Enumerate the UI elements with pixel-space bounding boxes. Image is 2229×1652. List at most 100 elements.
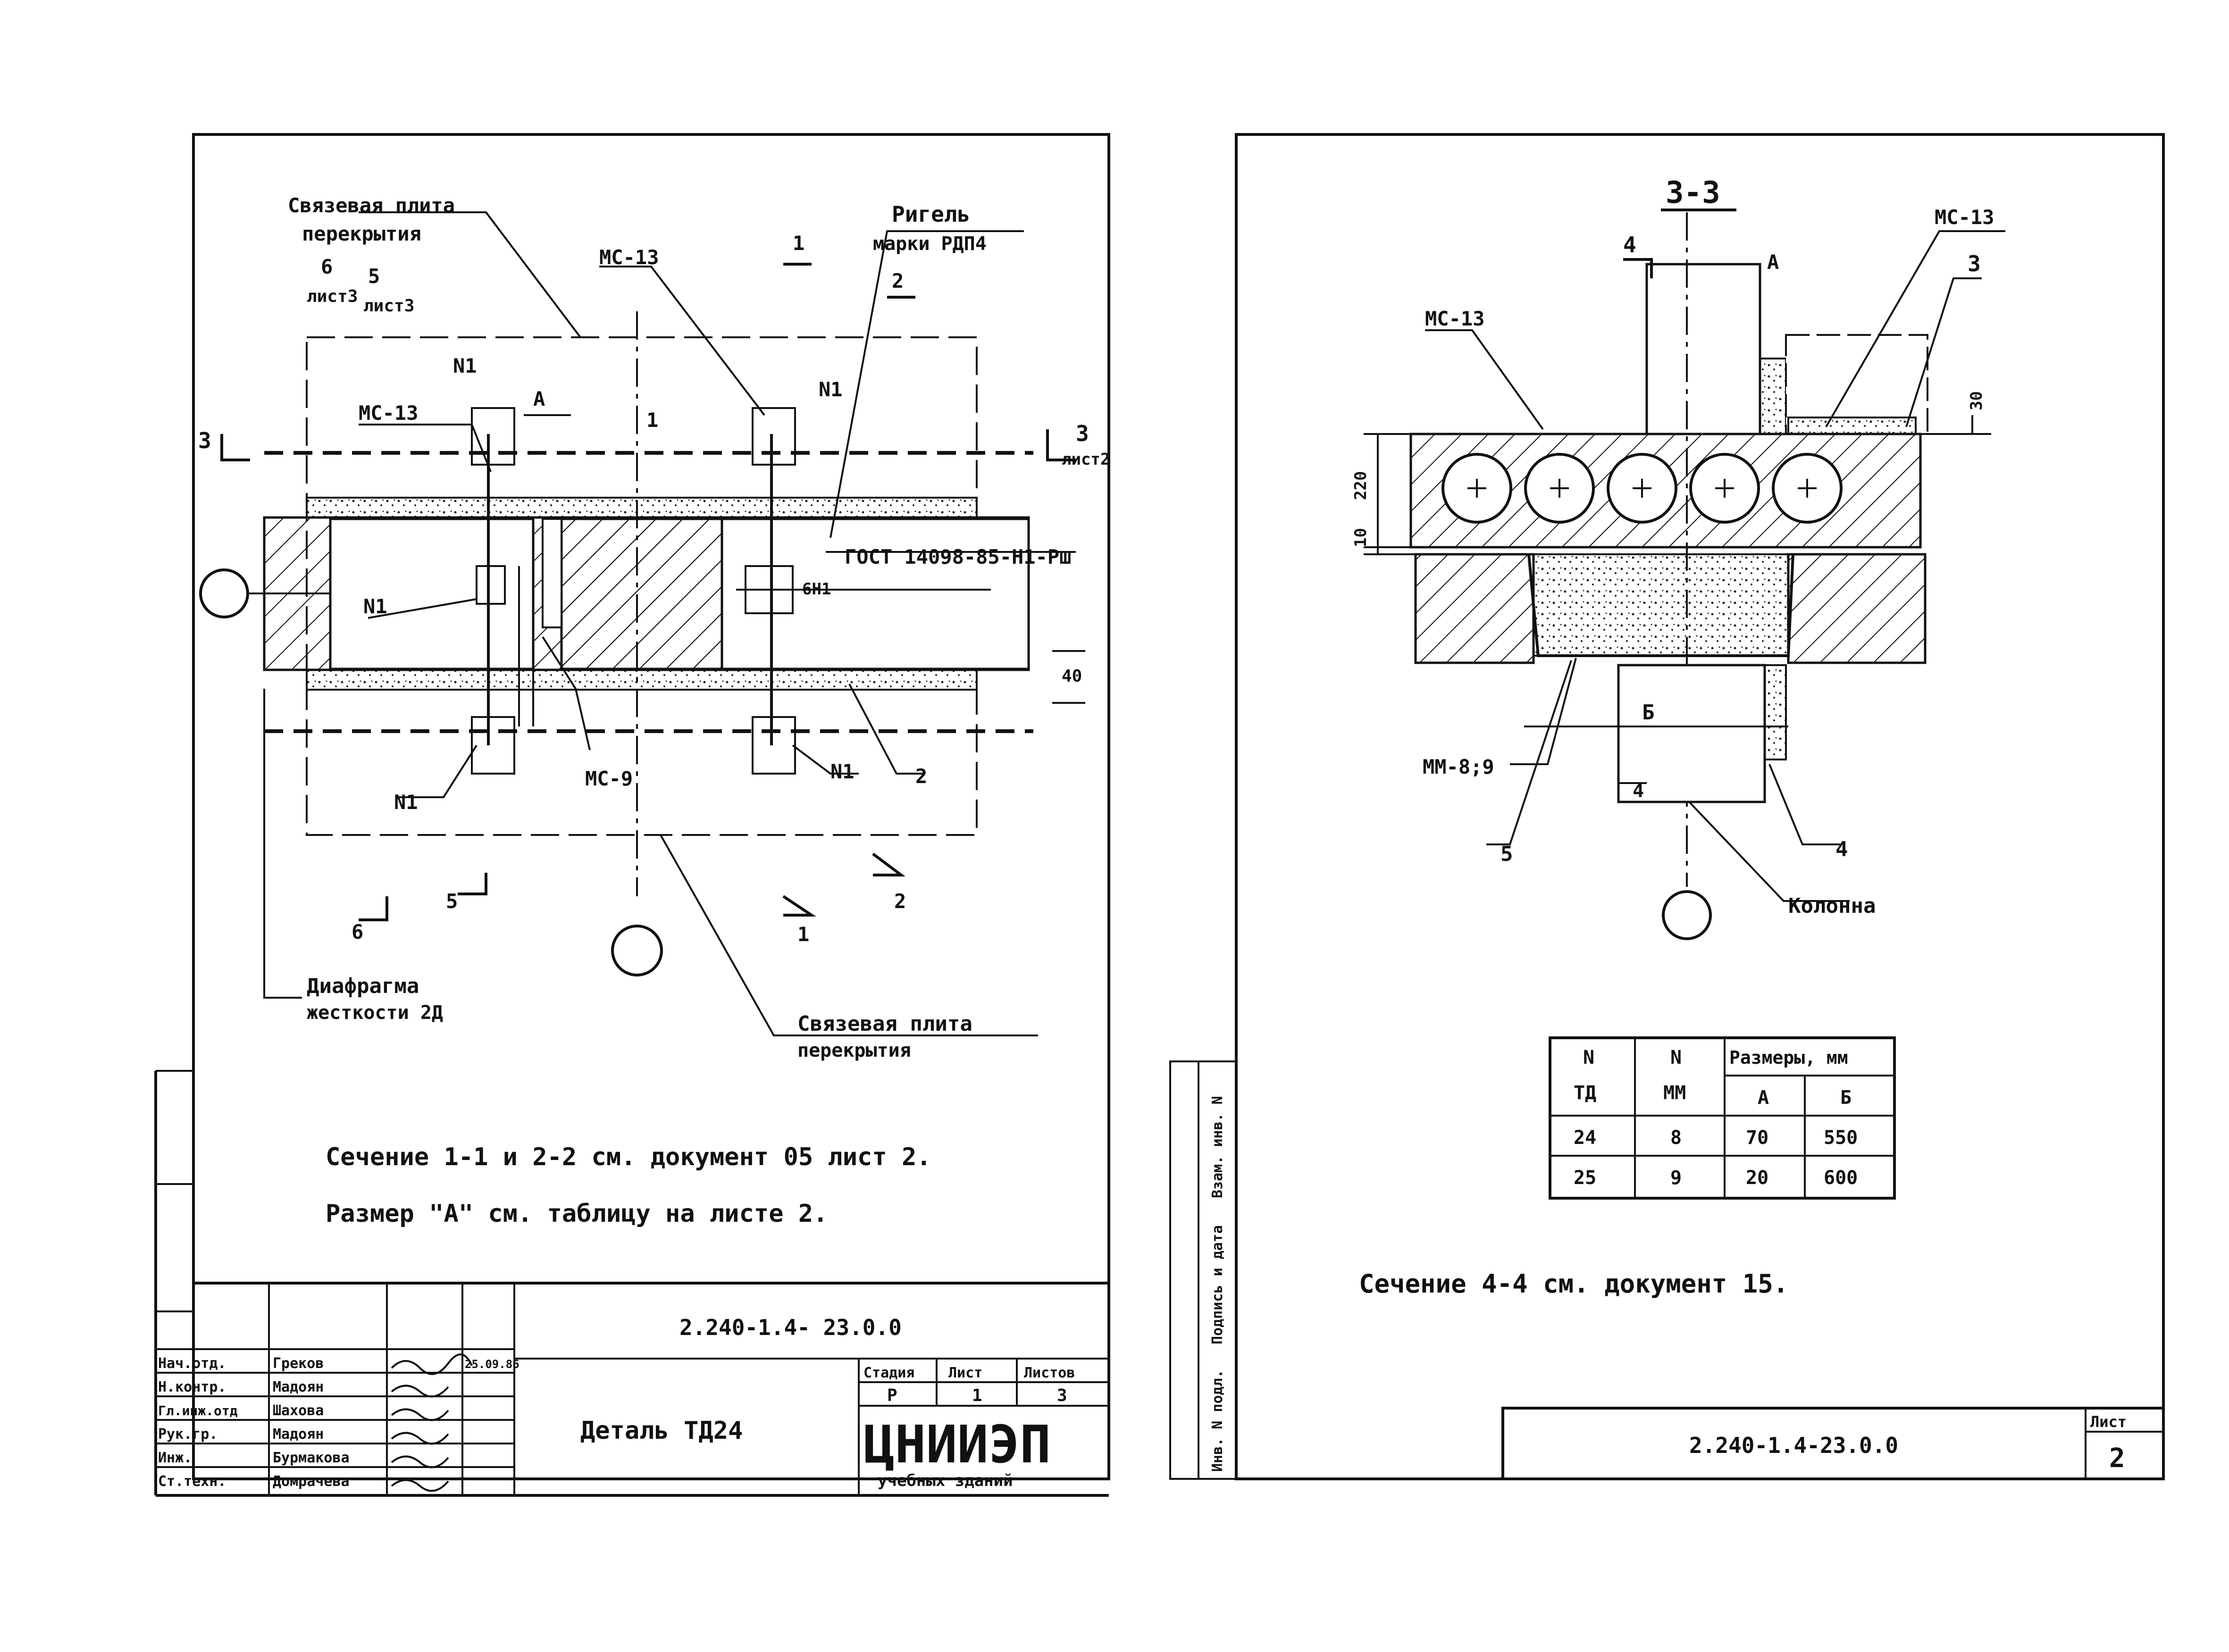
sign-role: Рук.гр. — [158, 1426, 218, 1443]
right-title-block — [1501, 1407, 2165, 1480]
girder-body — [721, 517, 1030, 670]
label-3-right: 3 — [1968, 251, 1981, 276]
handwritten-signature — [391, 1353, 473, 1375]
dim-40: 40 — [1062, 667, 1082, 686]
label-4-bottom: 4 — [1633, 780, 1644, 802]
leader-mc9 — [542, 636, 591, 751]
grout-column — [1759, 358, 1787, 435]
table-header-b: Б — [1840, 1087, 1852, 1109]
table-frame — [1549, 1036, 1896, 1200]
left-sheet: Связевая плита перекрытия 6 лист3 5 лист… — [154, 133, 1110, 1497]
sign-role: Н.контр. — [158, 1379, 226, 1395]
grout-top — [1787, 417, 1917, 435]
axis-bubble-left — [199, 568, 249, 618]
label-mm89: ММ-8;9 — [1423, 755, 1494, 778]
label-girder-1: Ригель — [892, 201, 970, 227]
grout-joint-bottom — [306, 669, 978, 691]
leader-girder — [830, 230, 1024, 538]
table-header-a: А — [1758, 1087, 1769, 1109]
axis-bubble-column — [1662, 890, 1712, 940]
leader-diaphragm — [263, 689, 302, 999]
label-4-top: 4 — [1623, 232, 1636, 258]
doc-code-left: 2.240-1.4- 23.0.0 — [679, 1315, 902, 1340]
embed-plate-n1 — [752, 407, 796, 466]
embed-plate-n1 — [471, 407, 515, 466]
label-n1-bottom-left: N1 — [394, 791, 418, 814]
label-6n1: 6Н1 — [802, 580, 831, 599]
org-name: ЦНИИЭП — [863, 1414, 1051, 1475]
label-column: Колонна — [1788, 894, 1876, 918]
dim-b: Б — [1642, 701, 1655, 725]
grout-column-lower — [1764, 664, 1787, 760]
table-cell: 8 — [1670, 1127, 1682, 1149]
org-sub: учебных зданий — [878, 1471, 1013, 1490]
leader-5 — [1486, 660, 1572, 845]
label-n1-mid: N1 — [363, 595, 387, 618]
sign-name: Мадоян — [273, 1379, 324, 1395]
section-mark-1 — [782, 895, 816, 917]
label-diaphragm-1: Диафрагма — [307, 974, 419, 998]
ref-6-sheet: лист3 — [307, 287, 358, 306]
note-right: Сечение 4-4 см. документ 15. — [1359, 1269, 1788, 1299]
dim-220: 220 — [1351, 471, 1370, 500]
leader-mc13-left — [1425, 329, 1544, 430]
sign-role: Инж. — [158, 1450, 192, 1466]
label-link-plate-top-1: Связевая плита — [288, 194, 455, 217]
embed-channel-mm — [1527, 554, 1794, 657]
label-5-right: 5 — [1500, 842, 1513, 866]
note-1: Сечение 1-1 и 2-2 см. документ 05 лист 2… — [326, 1143, 931, 1171]
leader-mc13-top — [599, 266, 765, 416]
girder-section — [560, 517, 723, 670]
girder-left — [1414, 553, 1535, 664]
sign-role: Ст.техн. — [158, 1473, 226, 1490]
table-cell: 550 — [1824, 1127, 1858, 1149]
handwritten-signature — [391, 1479, 449, 1492]
section-1: 1 — [797, 923, 809, 946]
label-a-right: А — [1767, 250, 1779, 274]
section-mark-3-right — [1046, 429, 1076, 461]
core-crosses — [1467, 479, 1817, 498]
label-3-right-sheet: лист2 — [1062, 450, 1110, 469]
label-diaphragm-2: жесткости 2Д — [307, 1002, 443, 1024]
label-mc9: МС-9 — [585, 767, 633, 790]
leader-3 — [1905, 277, 1982, 427]
label-3-left: 3 — [198, 428, 211, 453]
sign-name: Греков — [273, 1355, 324, 1372]
ref-5: 5 — [368, 265, 380, 288]
table-header-td-2: ТД — [1574, 1082, 1596, 1104]
table-cell: 25 — [1574, 1167, 1596, 1189]
sign-name: Бурмакова — [273, 1450, 350, 1466]
label-n1-bottom-right: N1 — [830, 760, 855, 783]
leader-n1-bottom — [396, 744, 478, 798]
stamp-stage: Р — [887, 1386, 897, 1405]
embed-plate-n1 — [471, 716, 515, 775]
leader-mc13-left — [359, 424, 492, 472]
sign-name: Шахова — [273, 1402, 324, 1419]
section-5: 5 — [446, 890, 458, 913]
girder-right — [1787, 553, 1927, 664]
leader-column — [1688, 801, 1850, 902]
handwritten-signature — [391, 1432, 449, 1445]
label-gost: ГОСТ 14098-85-Н1-Рш — [845, 545, 1071, 568]
column-lower — [1617, 664, 1766, 803]
stamp-sheet: 1 — [972, 1386, 982, 1405]
handwritten-signature — [391, 1455, 449, 1468]
label-section2-top: 2 — [892, 269, 904, 292]
right-side-stamp — [1169, 1060, 1237, 1480]
section-mark-6 — [359, 896, 388, 921]
weld-plate — [542, 518, 562, 628]
label-3-right: 3 — [1076, 421, 1089, 446]
label-girder-2: марки РДП4 — [873, 233, 987, 255]
ref-5-sheet: лист3 — [363, 296, 414, 316]
section-title-3-3: 3-3 — [1666, 175, 1720, 210]
side-stamp-inv: Инв. N подл. — [1209, 1369, 1226, 1472]
joint-zone — [329, 517, 535, 670]
table-header-mm-2: ММ — [1663, 1082, 1686, 1104]
sign-role: Гл.инж.отд — [158, 1403, 238, 1418]
sign-name: Мадоян — [273, 1426, 324, 1443]
section-mark-3-left — [220, 434, 250, 461]
table-cell: 20 — [1746, 1167, 1768, 1189]
table-cell: 24 — [1574, 1127, 1596, 1149]
label-2-bottom: 2 — [915, 765, 927, 788]
